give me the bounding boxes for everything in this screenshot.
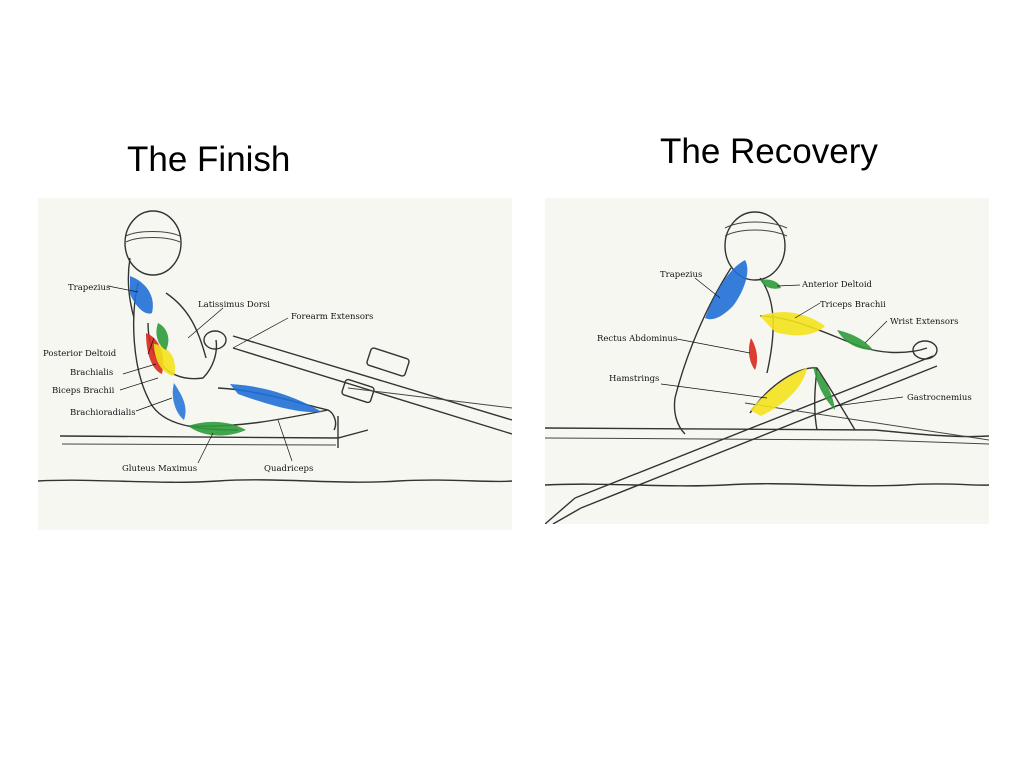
finish-posterior-deltoid-muscle [156, 323, 169, 350]
oar-handle-1 [232, 335, 512, 421]
finish-title: The Finish [127, 140, 291, 179]
label-wrist-extensors: Wrist Extensors [890, 317, 958, 327]
oar-shaft-2 [580, 365, 938, 509]
rower-hand [203, 330, 227, 350]
recovery-gastrocnemius-muscle [813, 366, 835, 410]
rower-leg [749, 367, 856, 431]
water-line [545, 483, 989, 487]
rower-hand [912, 340, 938, 360]
recovery-trapezius-muscle [705, 260, 748, 320]
label-anterior-deltoid: Anterior Deltoid [801, 280, 873, 290]
recovery-triceps-muscle [760, 312, 825, 336]
boat-hull [545, 427, 989, 438]
label-brachialis: Brachialis [70, 368, 113, 378]
water-line [38, 479, 512, 483]
recovery-hamstrings-muscle [750, 368, 807, 416]
finish-diagram: Trapezius Latissimus Dorsi Forearm Exten… [38, 198, 512, 530]
recovery-rower-illustration: Trapezius Anterior Deltoid Triceps Brach… [545, 211, 989, 524]
label-latissimus-dorsi: Latissimus Dorsi [198, 300, 270, 310]
label-brachioradialis: Brachioradialis [70, 408, 136, 418]
oarlock [366, 347, 410, 377]
rower-head [124, 210, 182, 276]
finish-gluteus-muscle [188, 421, 246, 436]
finish-rower-illustration: Trapezius Latissimus Dorsi Forearm Exten… [38, 210, 512, 483]
finish-quadriceps-muscle [230, 384, 322, 413]
label-triceps-brachii: Triceps Brachii [820, 300, 886, 310]
label-hamstrings: Hamstrings [609, 374, 659, 384]
oarlock-2 [341, 378, 375, 404]
headband-lower [125, 237, 181, 243]
label-trapezius: Trapezius [660, 270, 702, 280]
recovery-rectus-abdominus-muscle [748, 338, 758, 370]
boat-hull-lower [61, 443, 337, 446]
boat-hull-lower [545, 437, 989, 445]
recovery-anterior-deltoid-muscle [760, 279, 781, 289]
oar-shaft [574, 355, 934, 499]
recovery-diagram: Trapezius Anterior Deltoid Triceps Brach… [545, 198, 989, 524]
headband [724, 221, 788, 229]
rigger [744, 402, 989, 441]
label-gluteus-maximus: Gluteus Maximus [122, 464, 197, 474]
label-forearm-extensors: Forearm Extensors [291, 312, 373, 322]
rower-chest [165, 292, 207, 359]
rigger [347, 387, 512, 409]
finish-brachioradialis-muscle [172, 383, 186, 420]
oar-blade [545, 497, 582, 524]
label-quadriceps: Quadriceps [264, 464, 313, 474]
hair [127, 257, 135, 319]
headband [125, 231, 181, 237]
label-posterior-deltoid: Posterior Deltoid [43, 349, 117, 359]
label-gastrocnemius: Gastrocnemius [907, 393, 972, 403]
label-trapezius: Trapezius [68, 283, 110, 293]
label-biceps-brachii: Biceps Brachii [52, 386, 115, 396]
finish-biceps-muscle [154, 344, 176, 376]
rower-head [724, 211, 786, 281]
finish-trapezius-muscle [130, 276, 153, 314]
recovery-wrist-extensors-muscle [837, 330, 873, 350]
rower-back [673, 267, 732, 435]
label-rectus-abdominus: Rectus Abdominus [597, 334, 677, 344]
recovery-title: The Recovery [660, 132, 878, 171]
headband-lower [724, 229, 788, 237]
